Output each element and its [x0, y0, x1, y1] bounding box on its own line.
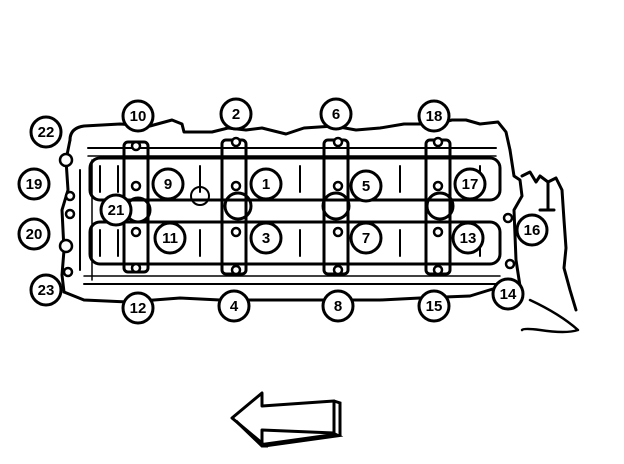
callout-circle-1 — [249, 167, 283, 201]
callout-circle-15 — [417, 289, 451, 323]
callout-label-12: 12 — [130, 300, 147, 317]
callout-10: 10 — [121, 99, 155, 133]
callout-label-4: 4 — [230, 298, 239, 315]
callout-circle-4 — [217, 289, 251, 323]
callout-11: 11 — [153, 221, 187, 255]
callout-circle-6 — [319, 97, 353, 131]
callout-label-15: 15 — [426, 298, 443, 315]
upper-camshaft — [88, 156, 502, 202]
spark-plug-boss-3 — [425, 191, 455, 221]
callout-circle-13 — [451, 221, 485, 255]
callout-label-17: 17 — [462, 176, 479, 193]
callout-14: 14 — [491, 277, 525, 311]
spark-plug-boss-2 — [321, 191, 351, 221]
callout-label-8: 8 — [334, 298, 342, 315]
cam-cap-4 — [424, 138, 452, 276]
callout-circle-16 — [515, 213, 549, 247]
callout-13: 13 — [451, 221, 485, 255]
callout-label-21: 21 — [108, 202, 125, 219]
callout-label-14: 14 — [500, 286, 517, 303]
callout-label-1: 1 — [262, 176, 270, 193]
callout-label-10: 10 — [130, 108, 147, 125]
bolt-heads — [58, 136, 516, 278]
callout-17: 17 — [453, 167, 487, 201]
callout-label-5: 5 — [362, 178, 370, 195]
callout-circle-17 — [453, 167, 487, 201]
callout-circle-21 — [99, 193, 133, 227]
callout-label-11: 11 — [162, 230, 178, 247]
callout-label-2: 2 — [232, 106, 240, 123]
callout-15: 15 — [417, 289, 451, 323]
callout-circle-3 — [249, 221, 283, 255]
callout-2: 2 — [219, 97, 253, 131]
camshafts — [88, 156, 502, 266]
callout-label-20: 20 — [26, 226, 43, 243]
callout-label-3: 3 — [262, 230, 270, 247]
callout-circle-22 — [29, 115, 63, 149]
callout-5: 5 — [349, 169, 383, 203]
callout-label-23: 23 — [38, 282, 55, 299]
callout-21: 21 — [99, 193, 133, 227]
callout-label-13: 13 — [460, 230, 477, 247]
callout-1: 1 — [249, 167, 283, 201]
boss-detail — [190, 186, 210, 206]
callout-circle-23 — [29, 273, 63, 307]
callout-4: 4 — [217, 289, 251, 323]
callout-circle-9 — [151, 167, 185, 201]
callout-circle-8 — [321, 289, 355, 323]
callout-6: 6 — [319, 97, 353, 131]
callout-label-6: 6 — [332, 106, 340, 123]
callout-circle-20 — [17, 217, 51, 251]
callout-20: 20 — [17, 217, 51, 251]
callout-label-7: 7 — [362, 230, 370, 247]
callout-19: 19 — [17, 167, 51, 201]
callout-circle-19 — [17, 167, 51, 201]
callout-circle-12 — [121, 291, 155, 325]
callout-7: 7 — [349, 221, 383, 255]
callout-circle-7 — [349, 221, 383, 255]
callout-circle-2 — [219, 97, 253, 131]
direction-arrow — [230, 391, 344, 448]
callout-circle-18 — [417, 99, 451, 133]
callout-18: 18 — [417, 99, 451, 133]
callout-circle-14 — [491, 277, 525, 311]
callout-circle-10 — [121, 99, 155, 133]
callout-9: 9 — [151, 167, 185, 201]
callout-label-16: 16 — [524, 222, 541, 239]
lower-camshaft — [88, 220, 502, 266]
callout-label-22: 22 — [38, 124, 55, 141]
callout-circle-11 — [153, 221, 187, 255]
cam-cap-3 — [322, 138, 350, 276]
callout-16: 16 — [515, 213, 549, 247]
callout-label-9: 9 — [164, 176, 172, 193]
callout-12: 12 — [121, 291, 155, 325]
callout-3: 3 — [249, 221, 283, 255]
callout-8: 8 — [321, 289, 355, 323]
spark-plug-boss-1 — [223, 191, 253, 221]
callout-circle-5 — [349, 169, 383, 203]
callout-22: 22 — [29, 115, 63, 149]
callout-label-18: 18 — [426, 108, 443, 125]
callout-23: 23 — [29, 273, 63, 307]
callout-label-19: 19 — [26, 176, 43, 193]
